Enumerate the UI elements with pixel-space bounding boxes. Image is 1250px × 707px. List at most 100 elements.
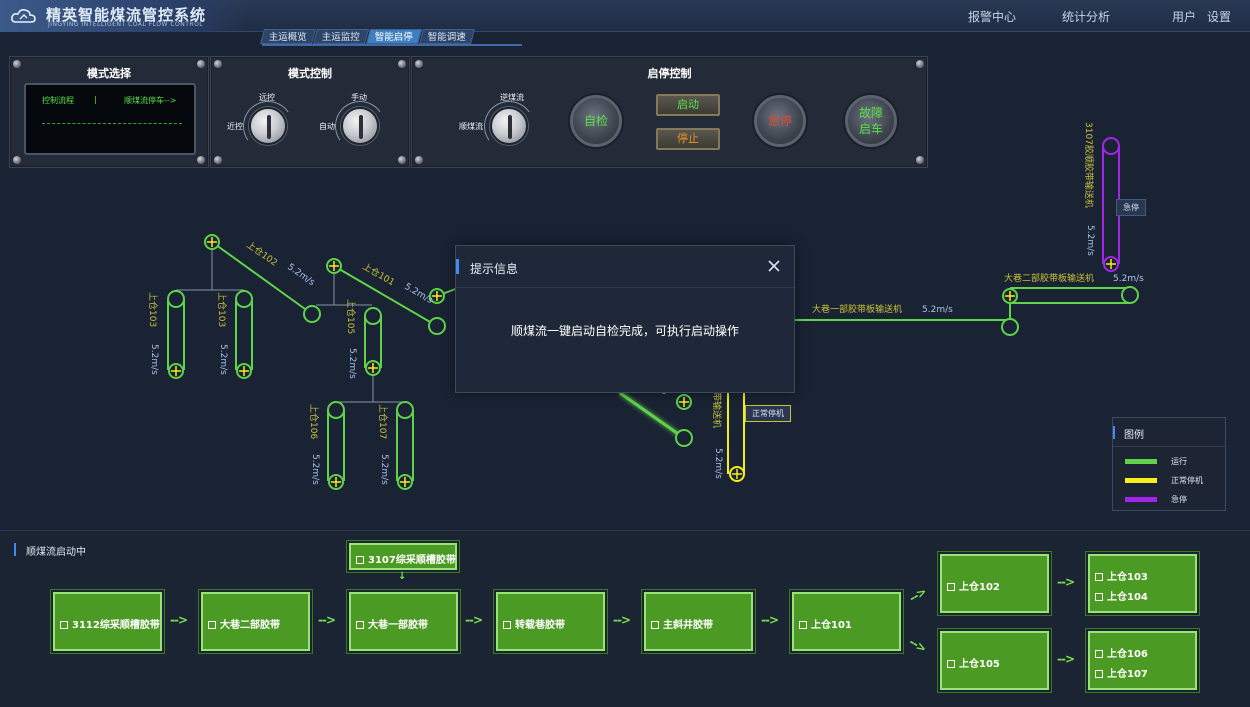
flow-arrow-icon: --> [1057, 575, 1075, 589]
belt-c101 [333, 265, 438, 327]
down-arrow-icon: ↓ [398, 571, 406, 582]
flow-arrow-icon: --> [613, 613, 631, 627]
legend-label: 正常停机 [1171, 476, 1203, 485]
flow-direction-knob[interactable] [490, 107, 528, 145]
stop-button[interactable]: 停止 [656, 128, 720, 150]
reverse-flow-label: 逆煤流 [500, 93, 524, 102]
cloud-logo-icon [11, 9, 36, 23]
estop-pulley [1102, 137, 1120, 155]
screw [398, 60, 406, 68]
auto-manual-knob[interactable] [341, 107, 379, 145]
lcd-divider [42, 123, 182, 124]
legend-swatch [1125, 497, 1157, 502]
flow-box-3107[interactable]: 3107综采顺槽胶带 [346, 540, 460, 573]
conveyor-diagram: 上仓102 5.2m/s 上仓101 5.2m/s 上仓103 5.2m/s 上… [147, 122, 1144, 490]
legend-swatch [1125, 459, 1157, 464]
checkbox[interactable] [947, 660, 955, 668]
belt-c103b [235, 300, 253, 370]
legend-swatch [1125, 478, 1157, 483]
box-label: 上仓104 [1107, 592, 1148, 603]
speed-c106: 5.2m/s [310, 454, 320, 485]
app-subtitle: JINGYING INTELLIGENT COAL FLOW CONTROL [48, 21, 204, 28]
close-icon[interactable] [764, 256, 784, 276]
speed-c102: 5.2m/s [285, 262, 316, 288]
checkbox[interactable] [1095, 573, 1103, 581]
flow-box-c102[interactable]: 上仓102 [937, 551, 1052, 616]
checkbox[interactable] [503, 621, 511, 629]
checkbox[interactable] [651, 621, 659, 629]
flow-box-c103-c104[interactable]: 上仓103 上仓104 [1085, 551, 1200, 616]
lcd-right-text: 顺煤流停车--> [124, 96, 177, 105]
nav-user[interactable]: 用户 [1172, 10, 1197, 24]
flow-arrow-icon: --> [170, 613, 188, 627]
dialog-header: 提示信息 [456, 246, 794, 288]
label-main2: 大巷二部胶带板输送机 [1004, 272, 1094, 284]
fault-start-line2: 启车 [858, 122, 883, 136]
checkbox[interactable] [60, 621, 68, 629]
remote-label: 远控 [259, 93, 275, 102]
screw [197, 156, 205, 164]
belt-c105 [364, 316, 382, 368]
nav-statistics[interactable]: 统计分析 [1062, 10, 1111, 24]
label-main1: 大巷一部胶带板输送机 [812, 303, 902, 315]
start-button[interactable]: 启动 [656, 94, 720, 116]
speed-c101: 5.2m/s [403, 282, 435, 306]
flow-box-zz[interactable]: 转载巷胶带 [493, 589, 608, 654]
belt-c106 [327, 410, 345, 481]
checkbox[interactable] [1095, 650, 1103, 658]
checkbox[interactable] [799, 621, 807, 629]
mode-select-panel: 模式选择 控制流程 | 顺煤流停车--> [9, 56, 209, 168]
speed-main2: 5.2m/s [1113, 274, 1144, 284]
flow-box-dx1[interactable]: 大巷一部胶带 [346, 589, 461, 654]
legend-label: 运行 [1171, 457, 1187, 466]
checkbox[interactable] [947, 583, 955, 591]
speed-vertical-belt: 5.2m/s [713, 448, 723, 479]
flow-box-dx2[interactable]: 大巷二部胶带 [198, 589, 313, 654]
nav-alarm-center[interactable]: 报警中心 [968, 10, 1017, 24]
local-label: 近控 [227, 122, 243, 131]
remote-local-knob[interactable] [249, 107, 287, 145]
fault-start-button[interactable]: 故障 启车 [845, 95, 897, 147]
checkbox[interactable] [356, 621, 364, 629]
nav-settings[interactable]: 设置 [1207, 10, 1232, 24]
checkbox[interactable] [1095, 593, 1103, 601]
mode-select-title: 模式选择 [87, 67, 131, 80]
box-label: 大巷一部胶带 [368, 620, 428, 631]
manual-label: 手动 [351, 93, 367, 102]
belt-c103a [167, 300, 185, 370]
screw [916, 156, 924, 164]
flow-arrow-icon: --> [1057, 652, 1075, 666]
speed-c103a: 5.2m/s [149, 344, 159, 375]
emergency-stop-button[interactable]: 急停 [754, 95, 806, 147]
running-belts [167, 241, 1130, 481]
screw [214, 156, 222, 164]
label-c103b: 上仓103 [216, 292, 228, 327]
tab-underline [262, 44, 522, 46]
label-c106: 上仓106 [308, 404, 320, 439]
pulleys [167, 286, 1139, 447]
box-label: 上仓101 [811, 620, 852, 631]
stopped-belt [727, 393, 745, 474]
screw [916, 60, 924, 68]
screw [415, 60, 423, 68]
checkbox[interactable] [356, 556, 364, 564]
screw [13, 156, 21, 164]
self-check-button[interactable]: 自检 [570, 95, 622, 147]
flow-box-c106-c107[interactable]: 上仓106 上仓107 [1085, 628, 1200, 693]
box-label: 3112综采顺槽胶带 [72, 620, 160, 631]
flow-box-c105[interactable]: 上仓105 [937, 628, 1052, 693]
box-label: 上仓106 [1107, 649, 1148, 660]
auto-label: 自动 [319, 122, 335, 131]
box-label: 上仓107 [1107, 669, 1148, 680]
box-label: 3107综采顺槽胶带 [368, 555, 456, 566]
flow-box-c101[interactable]: 上仓101 [789, 589, 904, 654]
info-dialog: 提示信息 顺煤流一键启动自检完成，可执行启动操作 [455, 245, 795, 393]
label-c103a: 上仓103 [147, 292, 159, 327]
label-c107: 上仓107 [377, 404, 389, 439]
checkbox[interactable] [1095, 670, 1103, 678]
normal-stop-tag: 正常停机 [745, 405, 791, 422]
flow-box-zxj[interactable]: 主斜井胶带 [641, 589, 756, 654]
flow-box-3112[interactable]: 3112综采顺槽胶带 [50, 589, 165, 654]
checkbox[interactable] [208, 621, 216, 629]
mode-control-panel: 模式控制 远控 近控 手动 自动 [210, 56, 410, 168]
